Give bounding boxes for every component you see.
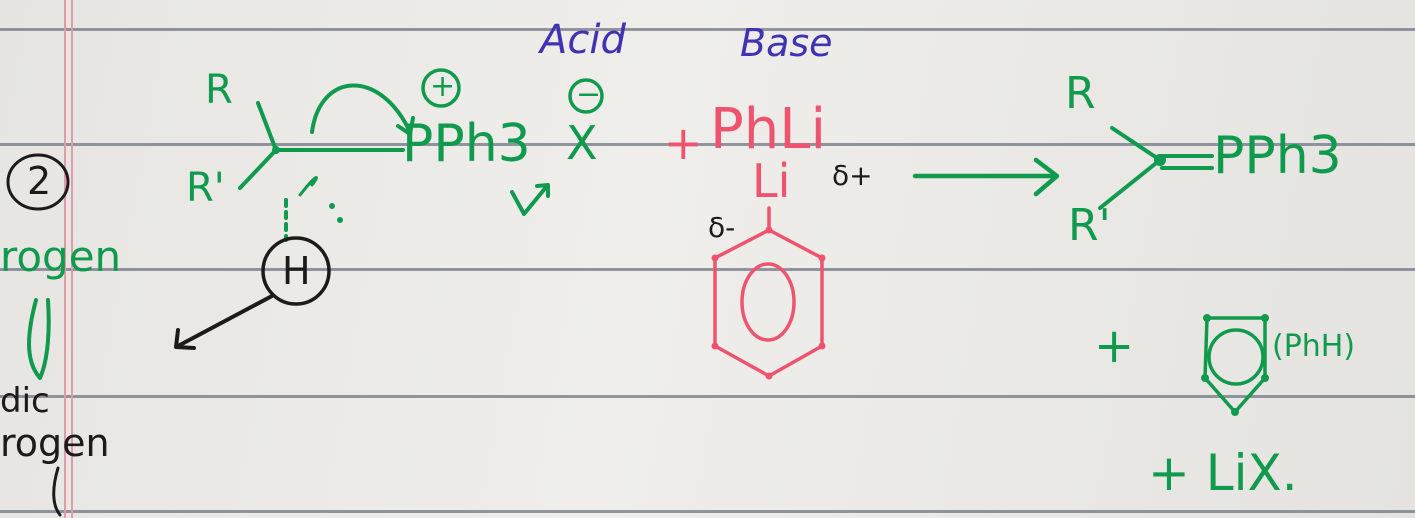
curly-arrow-cp xyxy=(310,83,412,134)
plus-charge: + xyxy=(430,69,456,104)
lone-pair-dot xyxy=(337,217,343,223)
benzene-ring-product xyxy=(1203,316,1267,414)
ring-vertex-dot xyxy=(1261,314,1269,322)
minus-charge-circle xyxy=(568,78,604,114)
margin-word-bottom: rogen xyxy=(0,421,110,465)
ruled-line xyxy=(0,268,1415,271)
halide-label: X xyxy=(566,116,598,170)
phli-formula: PhLi xyxy=(710,97,827,162)
ring-vertex-dot xyxy=(818,342,826,350)
reactant-r: R xyxy=(205,67,233,113)
halide-arrow xyxy=(510,184,549,216)
ring-vertex-dot xyxy=(711,254,719,262)
curly-arrow-ch xyxy=(298,176,318,197)
lone-pair-dot xyxy=(329,203,335,209)
lithium-label: Li xyxy=(752,154,791,208)
delta-plus: δ+ xyxy=(832,159,873,192)
benzene-ring-phli xyxy=(713,228,824,378)
ring-vertex-dot xyxy=(1261,374,1269,382)
ring-vertex-dot xyxy=(711,342,719,350)
proton-arrow-head xyxy=(174,328,196,350)
ruled-line xyxy=(0,395,1415,398)
phosphonium-group: PPh3 xyxy=(402,114,531,174)
reactant-r-prime: R' xyxy=(186,165,225,211)
plus-benzene: + xyxy=(1094,318,1135,374)
margin-word-top: rogen xyxy=(0,232,122,281)
ring-vertex-dot xyxy=(1201,374,1209,382)
product-bond-r xyxy=(1110,126,1162,162)
ring-vertex-dot xyxy=(818,254,826,262)
bond-r xyxy=(256,101,278,152)
base-label: Base xyxy=(740,21,833,65)
product-bond-r-prime xyxy=(1098,158,1162,210)
hydrogen-circle xyxy=(261,236,331,306)
ylide-group: PPh3 xyxy=(1213,126,1342,186)
margin-line xyxy=(64,0,66,518)
benzene-ring-product-inner xyxy=(1207,328,1265,386)
proton-arrow xyxy=(176,294,274,348)
reaction-arrow-head xyxy=(1033,157,1060,197)
ring-vertex-dot xyxy=(765,372,773,380)
ruled-line xyxy=(0,143,1415,146)
ring-vertex-dot xyxy=(1203,314,1211,322)
halide-arrow-head xyxy=(535,183,550,198)
lix-label: + LiX. xyxy=(1148,444,1298,502)
acid-label: Acid xyxy=(540,17,626,63)
ring-vertex-dot xyxy=(765,226,773,234)
ring-vertex-dot xyxy=(1231,408,1239,416)
ruled-line xyxy=(0,28,1415,31)
bond-r-prime xyxy=(238,148,278,190)
benzene-label: (PhH) xyxy=(1272,329,1356,364)
benzene-ring-phli-inner xyxy=(740,262,796,342)
delta-minus: δ- xyxy=(708,211,736,244)
step-circle xyxy=(6,153,70,211)
margin-line xyxy=(71,0,73,518)
carbon-dot xyxy=(272,146,280,154)
margin-scribble xyxy=(27,298,51,380)
margin-word-mid: dic xyxy=(0,381,50,421)
ruled-line xyxy=(0,510,1415,513)
product-r: R xyxy=(1065,68,1096,119)
minus-charge: − xyxy=(576,77,602,112)
reagent-plus: + xyxy=(664,116,703,170)
curly-arrow-head xyxy=(396,116,415,136)
step-number: 2 xyxy=(27,159,52,203)
hydrogen-label: H xyxy=(282,249,311,293)
margin-scribble xyxy=(52,466,62,517)
plus-charge-circle xyxy=(421,68,461,108)
product-carbon-dot xyxy=(1154,154,1166,166)
product-r-prime: R' xyxy=(1068,200,1111,251)
